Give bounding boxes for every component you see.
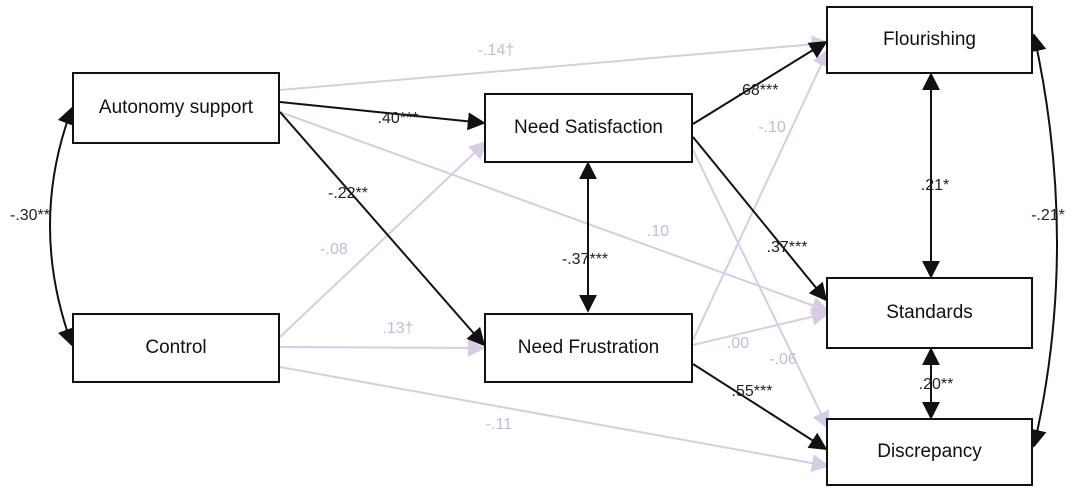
coef-autonomy-flourishing: -.14† <box>477 42 515 59</box>
node-need-frustration: Need Frustration <box>484 313 693 383</box>
path-satisfaction-standards <box>692 136 828 302</box>
coef-frustration-standards: .00 <box>726 335 750 352</box>
coef-satisfaction-frustration: -.37*** <box>561 251 609 268</box>
path-control-frustration <box>279 338 486 357</box>
coef-control-satisfaction: -.08 <box>320 241 348 258</box>
path-frustration-standards <box>692 307 830 346</box>
path-control-satisfaction <box>279 140 488 338</box>
coef-autonomy-satisfaction: .40*** <box>377 110 419 127</box>
path-autonomy-satisfaction <box>279 101 486 131</box>
path-autonomy-frustration <box>279 111 486 347</box>
node-standards: Standards <box>826 277 1033 349</box>
coef-satisfaction-discrepancy: -.06 <box>769 351 797 368</box>
coef-satisfaction-flourishing: .68*** <box>737 82 779 99</box>
coef-flourishing-discrepancy: -.21* <box>1031 207 1065 224</box>
node-flourishing: Flourishing <box>826 6 1033 74</box>
path-autonomy-control <box>49 106 75 347</box>
node-control: Control <box>72 313 280 383</box>
path-autonomy-flourishing <box>279 35 830 91</box>
coef-autonomy-standards: .10 <box>646 223 670 240</box>
path-frustration-discrepancy <box>692 363 828 450</box>
coef-autonomy-control: -.30** <box>9 207 51 224</box>
path-control-discrepancy <box>279 366 830 472</box>
path-frustration-flourishing <box>692 48 830 341</box>
coef-satisfaction-standards: .37*** <box>766 239 808 256</box>
coef-autonomy-frustration: -.22** <box>327 185 369 202</box>
coef-control-discrepancy: -.11 <box>485 416 513 433</box>
coef-control-frustration: .13† <box>382 320 414 337</box>
node-discrepancy: Discrepancy <box>826 418 1033 486</box>
coef-standards-discrepancy: .20** <box>918 376 954 393</box>
node-autonomy-support: Autonomy support <box>72 72 280 144</box>
path-satisfaction-flourishing <box>692 41 828 125</box>
coef-frustration-flourishing: -.10 <box>758 119 786 136</box>
path-flourishing-discrepancy <box>1028 33 1058 448</box>
node-need-satisfaction: Need Satisfaction <box>484 93 693 163</box>
coef-flourishing-standards: .21* <box>920 177 950 194</box>
path-satisfaction-discrepancy <box>692 149 830 430</box>
path-autonomy-standards <box>279 111 830 314</box>
coef-frustration-discrepancy: .55*** <box>731 383 773 400</box>
